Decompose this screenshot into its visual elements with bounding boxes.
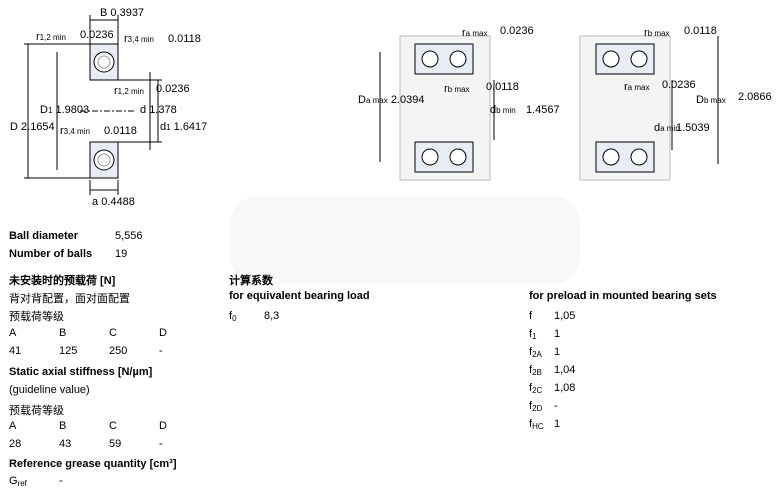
grease-value: - xyxy=(59,475,63,487)
Db-value: 2.0866 xyxy=(738,91,772,103)
preload-value-c: 250 xyxy=(109,345,128,357)
stiffness-header-b: B xyxy=(59,420,67,432)
factor-f2c-value: 1,08 xyxy=(554,382,576,394)
preload-header-a: A xyxy=(9,327,17,339)
preload-header-d: D xyxy=(159,327,167,339)
rb-label: rb max xyxy=(444,83,469,95)
stiffness-heading: Static axial stiffness [N/µm] xyxy=(9,366,153,378)
db-label: db min xyxy=(490,104,516,116)
r12-right-value: 0.0236 xyxy=(156,83,190,95)
rb-value: 0.0118 xyxy=(486,81,519,93)
da-value: 1.5039 xyxy=(676,122,710,134)
f0-value: 8,3 xyxy=(264,310,280,322)
stiffness-value-c: 59 xyxy=(109,438,122,450)
preload-sets-heading: for preload in mounted bearing sets xyxy=(529,290,717,302)
D1-label: D1 1.9803 xyxy=(40,104,89,116)
preload-value-d: - xyxy=(159,345,163,357)
watermark xyxy=(230,195,580,285)
factor-f2d-label: f2D xyxy=(529,400,543,413)
ra3-label: ra max xyxy=(624,81,649,93)
stiffness-note: (guideline value) xyxy=(9,384,90,396)
bearing-dimension-drawing: B 0.3937 r1,2 min 0.0236 r3,4 min 0.0118… xyxy=(10,7,207,208)
factor-fhc-value: 1 xyxy=(554,418,561,430)
r12-top-value: 0.0236 xyxy=(80,29,114,41)
d1-label: d1 1.6417 xyxy=(160,121,207,133)
preload-value-a: 41 xyxy=(9,345,22,357)
r34-top-value: 0.0118 xyxy=(168,33,201,45)
stiffness-value-a: 28 xyxy=(9,438,22,450)
ra-value: 0.0236 xyxy=(500,25,534,37)
r12-right-label: r1,2 min xyxy=(114,85,144,97)
grease-symbol: Gref xyxy=(9,475,27,488)
factor-f-label: f xyxy=(529,310,533,322)
r34-bottom-label: r3,4 min xyxy=(60,125,90,137)
Da-label: Da max 2.0394 xyxy=(358,94,424,106)
abutment-drawing-rb: rb max 0.0118 ra max 0.0236 Db max 2.086… xyxy=(579,25,772,181)
ball-diameter-label: Ball diameter xyxy=(9,230,79,242)
ra-label: ra max xyxy=(462,27,487,39)
B-label: B 0.3937 xyxy=(100,7,144,19)
stiffness-header-c: C xyxy=(109,420,117,432)
preload-header-b: B xyxy=(59,327,67,339)
r34-bottom-value: 0.0118 xyxy=(104,125,137,137)
factor-f2b-value: 1,04 xyxy=(554,364,576,376)
calc-heading: 计算系数 xyxy=(229,275,273,287)
r12-top-label: r1,2 min xyxy=(36,31,66,43)
factor-f2a-value: 1 xyxy=(554,346,561,358)
preload-heading: 未安装时的预载荷 [N] xyxy=(9,275,116,287)
d-label: d 1.378 xyxy=(140,104,177,116)
factor-f2d-value: - xyxy=(554,400,558,412)
factor-f1-label: f1 xyxy=(529,328,537,341)
ra3-value: 0.0236 xyxy=(662,79,696,91)
factor-f2c-label: f2C xyxy=(529,382,543,395)
ball-diameter-value: 5,556 xyxy=(115,230,143,242)
factor-f-value: 1,05 xyxy=(554,310,576,322)
number-of-balls-value: 19 xyxy=(115,248,128,260)
factor-fhc-label: fHC xyxy=(529,418,544,431)
db-value: 1.4567 xyxy=(526,104,560,116)
factor-f2a-label: f2A xyxy=(529,346,542,359)
grease-heading: Reference grease quantity [cm³] xyxy=(9,458,177,470)
r34-top-label: r3,4 min xyxy=(124,33,154,45)
abutment-drawing-ra: ra max 0.0236 Da max 2.0394 rb max 0.011… xyxy=(358,25,560,181)
preload-class-label: 预载荷等级 xyxy=(9,311,64,323)
a-label: a 0.4488 xyxy=(92,196,135,208)
rb3-value: 0.0118 xyxy=(684,25,717,37)
stiffness-value-d: - xyxy=(159,438,163,450)
rb3-label: rb max xyxy=(644,27,669,39)
preload-arrangement: 背对背配置，面对面配置 xyxy=(9,293,130,305)
factor-f1-value: 1 xyxy=(554,328,561,340)
preload-header-c: C xyxy=(109,327,117,339)
stiffness-class-label: 预载荷等级 xyxy=(9,405,64,417)
D-label: D 2.1654 xyxy=(10,121,55,133)
f0-label: f0 xyxy=(229,310,237,323)
number-of-balls-label: Number of balls xyxy=(9,248,93,260)
factor-f2b-label: f2B xyxy=(529,364,542,377)
stiffness-value-b: 43 xyxy=(59,438,72,450)
preload-value-b: 125 xyxy=(59,345,78,357)
stiffness-header-a: A xyxy=(9,420,17,432)
stiffness-header-d: D xyxy=(159,420,167,432)
Db-label: Db max xyxy=(696,94,726,106)
equiv-load-heading: for equivalent bearing load xyxy=(229,290,370,302)
da-label: da min xyxy=(654,122,680,134)
